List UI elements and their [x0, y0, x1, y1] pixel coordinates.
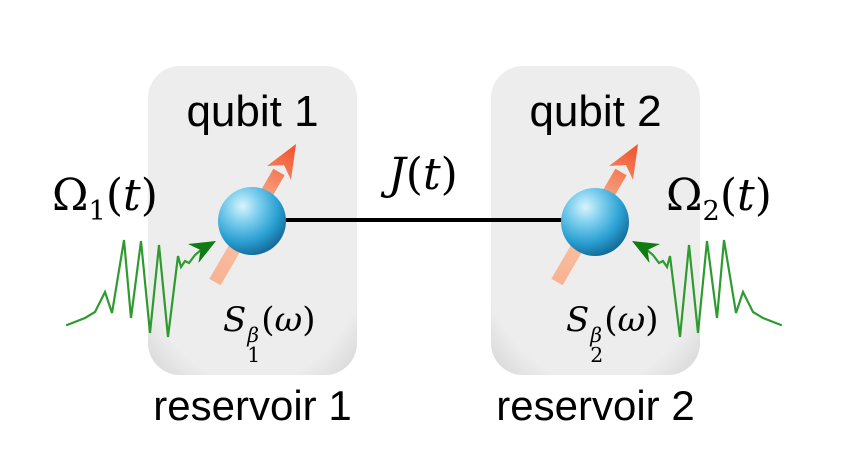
spectral-1-rparen: ) — [302, 300, 316, 340]
spectral-2-symbol: S — [566, 300, 590, 340]
coupling-symbol: J — [388, 149, 406, 200]
drive-2-rparen: ) — [754, 170, 772, 221]
drive-pulse-2 — [632, 239, 783, 338]
drive-pulse-1-arrowhead-icon — [188, 241, 216, 263]
drive-pulse-1 — [65, 239, 216, 338]
qubit-2-title: qubit 2 — [529, 87, 662, 136]
spectral-1-sub: 1 — [247, 342, 261, 367]
coupling-lparen: ( — [405, 149, 423, 200]
drive-pulse-2-wave — [645, 239, 783, 338]
drive-1-lparen: ( — [105, 170, 124, 221]
drive-1-label: Ω1(t) — [52, 174, 158, 225]
omega-2-sub: 2 — [702, 195, 720, 227]
spectral-2-sub: 2 — [590, 342, 604, 367]
drive-2-label: Ω2(t) — [666, 174, 772, 225]
omega-2-symbol: Ω — [666, 170, 703, 221]
spin-arrow-2-head — [609, 144, 638, 180]
drive-2-lparen: ( — [719, 170, 738, 221]
qubit-1-sphere — [218, 187, 286, 255]
qubit-1-title: qubit 1 — [186, 87, 319, 136]
omega-1-sub: 1 — [88, 195, 106, 227]
spectral-1-symbol: S — [223, 300, 247, 340]
spin-arrow-1-head — [267, 144, 296, 180]
reservoir-2-caption: reservoir 2 — [496, 382, 695, 429]
spectral-1-lparen: ( — [261, 300, 275, 340]
coupling-rparen: ) — [440, 149, 458, 200]
spectral-1-sup: β — [247, 323, 260, 348]
reservoir-1-caption: reservoir 1 — [153, 382, 352, 429]
omega-1-symbol: Ω — [52, 170, 89, 221]
drive-1-arg: t — [123, 170, 141, 221]
coupling-label: J(t) — [348, 153, 498, 197]
drive-2-arg: t — [737, 170, 755, 221]
spectral-2-lparen: ( — [604, 300, 618, 340]
spectral-2-arg: ω — [617, 300, 646, 340]
qubit-2-sphere — [561, 188, 629, 256]
spectral-1-arg: ω — [274, 300, 303, 340]
spectral-2-sup: β — [590, 323, 603, 348]
spectral-2-rparen: ) — [645, 300, 659, 340]
drive-pulse-2-arrowhead-icon — [632, 241, 660, 263]
drive-pulse-1-wave — [65, 239, 203, 338]
drive-1-rparen: ) — [140, 170, 158, 221]
coupling-arg: t — [422, 149, 441, 200]
